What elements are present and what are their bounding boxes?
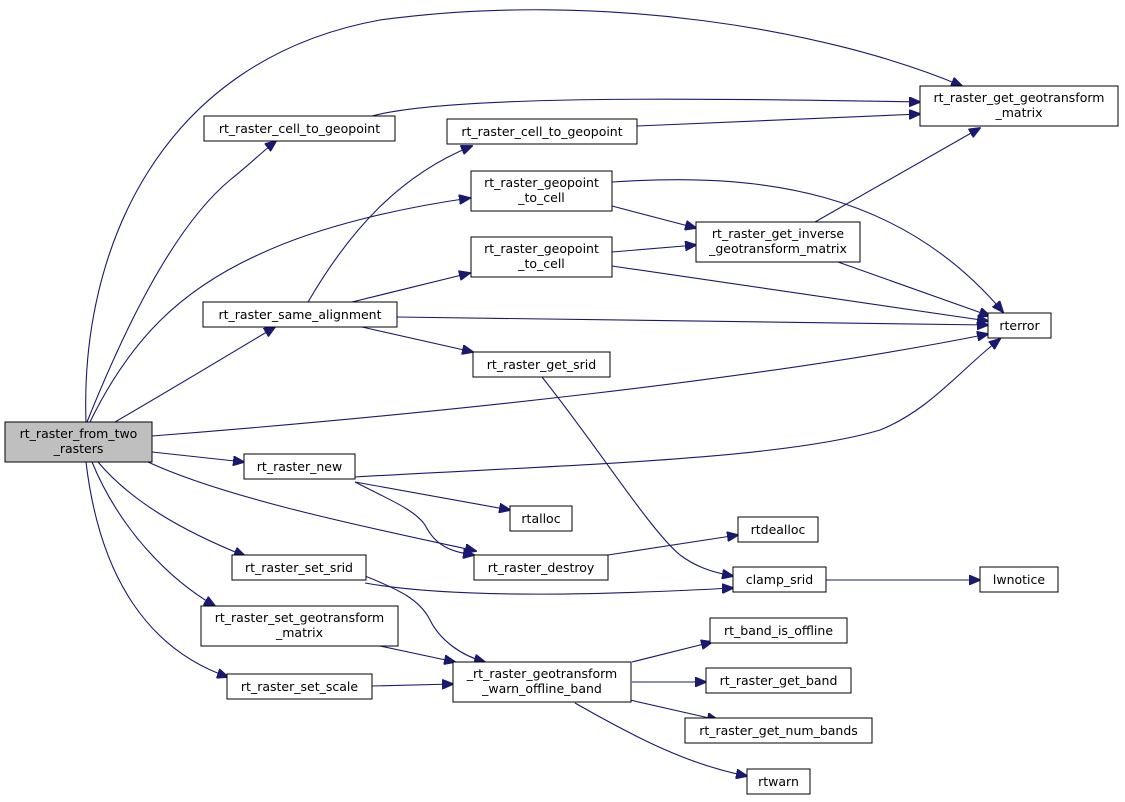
edge-set-geotransform-to-warn-offline [379, 645, 455, 662]
node-clamp-srid[interactable]: clamp_srid [732, 566, 827, 593]
node-rt-raster-get-srid[interactable]: rt_raster_get_srid [472, 351, 611, 378]
edge-root-to-destroy [147, 461, 476, 551]
node-label-line2: _geotransform_matrix [708, 241, 847, 256]
node-label: rt_band_is_offline [724, 623, 833, 638]
edge-root-to-same-alignment [114, 327, 275, 423]
node-label: rterror [999, 318, 1040, 333]
edge-warn-offline-to-band-is-offline [631, 642, 712, 663]
edge-geo-to-cell-b-to-rterror [611, 265, 988, 321]
edges-group [85, 9, 1003, 776]
edge-warn-offline-to-get-num-bands [629, 699, 718, 720]
node-label: rt_raster_cell_to_geopoint [461, 124, 622, 139]
node-rtalloc[interactable]: rtalloc [509, 505, 573, 532]
node-rterror[interactable]: rterror [987, 312, 1052, 339]
node-rt-raster-get-num-bands[interactable]: rt_raster_get_num_bands [684, 717, 873, 744]
node-label-line1: _rt_raster_geotransform [466, 666, 617, 681]
node-lwnotice[interactable]: lwnotice [979, 566, 1059, 593]
node-label-line2: _warn_offline_band [481, 681, 602, 696]
edge-raster-new-to-rterror [354, 339, 1000, 478]
node-label: rtalloc [521, 511, 560, 526]
edge-destroy-to-rtdealloc [607, 535, 738, 556]
edge-same-alignment-to-geo-to-cell-b [351, 273, 470, 303]
edge-same-alignment-to-cell-to-geo-b [307, 146, 472, 303]
node-label-line1: rt_raster_get_geotransform [934, 90, 1105, 105]
node-label-line2: _to_cell [517, 256, 565, 271]
edge-cell-to-geo-b-to-get-geotransform [636, 114, 920, 127]
node-rt-raster-from-two-rasters[interactable]: rt_raster_from_two _rasters [4, 421, 153, 463]
node-rtdealloc[interactable]: rtdealloc [737, 516, 819, 543]
node-label: rt_raster_get_srid [487, 357, 596, 372]
edge-get-srid-to-clamp-srid [541, 376, 733, 576]
node-label-line1: rt_raster_from_two [20, 426, 138, 441]
node-label: rt_raster_same_alignment [218, 307, 381, 322]
node-label: rt_raster_get_num_bands [699, 723, 858, 738]
edge-geo-to-cell-a-to-get-inverse [611, 205, 696, 228]
node-label-line1: rt_raster_get_inverse [712, 226, 844, 241]
edge-root-to-get-geotransform [85, 9, 962, 423]
node-label-line2: _matrix [275, 625, 323, 640]
node-rt-raster-new[interactable]: rt_raster_new [243, 453, 356, 480]
edge-geo-to-cell-b-to-get-inverse [611, 245, 696, 253]
node-rt-raster-geopoint-to-cell-a[interactable]: rt_raster_geopoint _to_cell [470, 170, 613, 212]
edge-raster-new-to-destroy [354, 481, 474, 555]
edge-root-to-raster-new [151, 451, 244, 462]
node-label: rt_raster_cell_to_geopoint [219, 121, 380, 136]
edge-set-srid-to-warn-offline [364, 575, 485, 662]
edge-get-inverse-to-get-geotransform [814, 128, 980, 223]
node-label-line1: rt_raster_set_geotransform [215, 610, 385, 625]
node-label-line2: _rasters [53, 441, 104, 456]
edge-raster-new-to-rtalloc [354, 481, 510, 510]
edge-set-srid-to-clamp-srid [364, 582, 733, 595]
edge-root-to-cell-to-geo-a [86, 141, 276, 423]
edge-get-inverse-to-rterror [837, 261, 990, 316]
node-label: rt_raster_new [257, 459, 342, 474]
node-label: rt_raster_set_srid [245, 560, 353, 575]
edge-root-to-set-srid [97, 461, 245, 556]
edge-root-to-set-geotransform [91, 461, 215, 606]
node-rt-raster-get-inverse-geotransform-matrix[interactable]: rt_raster_get_inverse _geotransform_matr… [695, 221, 861, 263]
node-label-line2: _matrix [995, 105, 1043, 120]
node-rt-raster-destroy[interactable]: rt_raster_destroy [473, 554, 609, 581]
edge-root-to-rterror [151, 334, 988, 437]
edge-root-to-set-scale [85, 461, 228, 677]
node-rt-raster-set-scale[interactable]: rt_raster_set_scale [226, 673, 373, 700]
node-label: lwnotice [993, 572, 1046, 587]
node-rt-raster-geotransform-warn-offline-band[interactable]: _rt_raster_geotransform _warn_offline_ba… [452, 661, 632, 703]
edge-same-alignment-to-get-srid [361, 326, 473, 352]
node-label-line2: _to_cell [517, 190, 565, 205]
node-rt-band-is-offline[interactable]: rt_band_is_offline [709, 617, 848, 644]
node-rt-raster-set-srid[interactable]: rt_raster_set_srid [231, 554, 367, 581]
node-rt-raster-same-alignment[interactable]: rt_raster_same_alignment [202, 301, 398, 328]
node-label: rt_raster_set_scale [241, 679, 358, 694]
edge-root-to-geo-to-cell-a [89, 198, 470, 423]
edge-set-scale-to-warn-offline [371, 684, 453, 686]
edge-warn-offline-to-rtwarn [574, 702, 747, 776]
node-label: clamp_srid [746, 572, 813, 587]
node-rt-raster-cell-to-geopoint-b[interactable]: rt_raster_cell_to_geopoint [446, 118, 638, 145]
edge-geo-to-cell-a-to-rterror [611, 179, 1003, 312]
node-rt-raster-get-band[interactable]: rt_raster_get_band [705, 667, 852, 694]
node-rt-raster-cell-to-geopoint-a[interactable]: rt_raster_cell_to_geopoint [203, 115, 396, 142]
node-rt-raster-set-geotransform-matrix[interactable]: rt_raster_set_geotransform _matrix [200, 605, 399, 647]
edge-same-alignment-to-rterror [396, 316, 988, 325]
node-label: rtdealloc [751, 522, 806, 537]
node-rt-raster-geopoint-to-cell-b[interactable]: rt_raster_geopoint _to_cell [470, 236, 613, 278]
edge-cell-to-geo-a-to-get-geotransform [371, 99, 920, 117]
node-label: rtwarn [758, 774, 799, 789]
node-rt-raster-get-geotransform-matrix[interactable]: rt_raster_get_geotransform _matrix [919, 85, 1119, 127]
node-label: rt_raster_destroy [488, 560, 595, 575]
node-rtwarn[interactable]: rtwarn [746, 768, 811, 795]
node-label-line1: rt_raster_geopoint [484, 175, 599, 190]
node-label-line1: rt_raster_geopoint [484, 241, 599, 256]
node-label: rt_raster_get_band [720, 673, 838, 688]
